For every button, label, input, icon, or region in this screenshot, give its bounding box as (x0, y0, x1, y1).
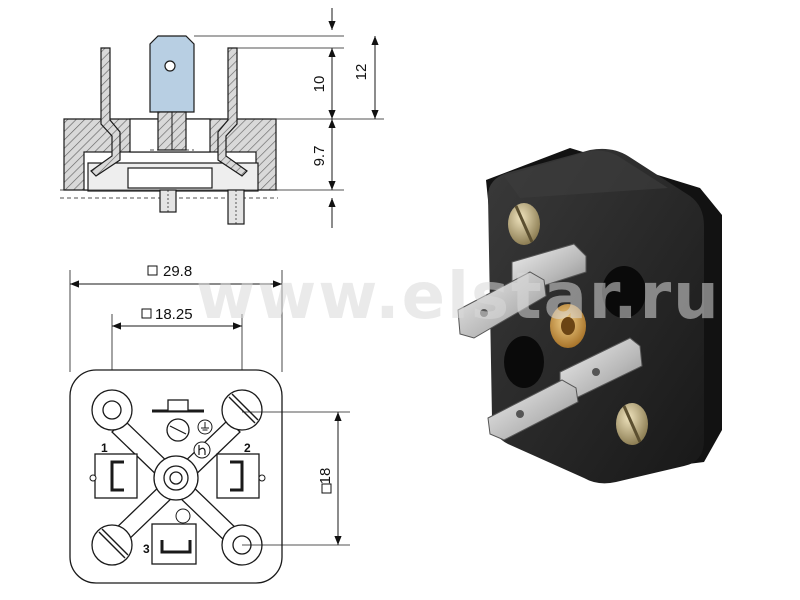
pin-label-3: 3 (143, 542, 150, 556)
dim-total-height-label: 12 (353, 64, 370, 81)
pin-label-1: 1 (101, 441, 108, 455)
dim-hole-pitch-y-label: 18 (317, 468, 334, 485)
bottom-stud-left (159, 189, 177, 213)
connector-photo (457, 148, 722, 484)
dim-hole-pitch-x-label: 18.25 (155, 306, 193, 323)
square-symbol-icon (141, 308, 152, 319)
blade-terminal-left (457, 271, 547, 339)
side-section-view (60, 8, 384, 228)
h-symbol-icon (193, 441, 211, 459)
center-tab-pin (149, 35, 195, 113)
front-view (69, 270, 350, 584)
right-pin (217, 47, 248, 177)
dim-pin-height-label: 10 (311, 76, 328, 93)
pin-label-2: 2 (244, 441, 251, 455)
left-pin (90, 47, 121, 177)
square-symbol-icon (147, 265, 158, 276)
blade-terminal-bottom (487, 379, 579, 441)
dim-width-label: 29.8 (163, 263, 192, 280)
watermark: www.elstar.ru (196, 260, 721, 334)
square-symbol-icon (321, 483, 332, 494)
dim-body-height-label: 9.7 (311, 146, 328, 167)
